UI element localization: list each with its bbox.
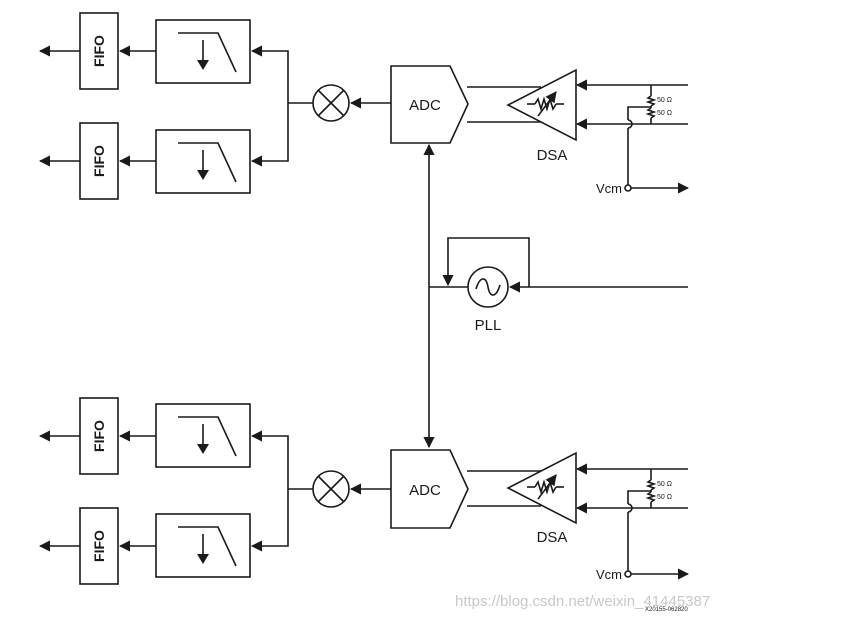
resistor-label-2a: 50 Ω <box>657 481 672 488</box>
mixer-icon <box>312 470 350 508</box>
fifo-label-1: FIFO <box>91 35 107 67</box>
fifo-block-4: FIFO <box>79 507 119 585</box>
pll-block: PLL <box>467 266 509 334</box>
bottom-channel: FIFO FIFO <box>38 397 690 585</box>
dsa-block-1: DSA <box>506 68 577 164</box>
adc-block-1: ADC <box>390 65 469 144</box>
filter-block-4 <box>155 513 251 578</box>
top-channel: FIFO FIFO <box>38 12 690 200</box>
lowpass-decimator-icon <box>178 32 237 73</box>
fifo-label-4: FIFO <box>91 530 107 562</box>
filter-block-1 <box>155 19 251 84</box>
fifo-block-2: FIFO <box>79 122 119 200</box>
dsa-label-2: DSA <box>537 529 568 546</box>
fifo-label-3: FIFO <box>91 420 107 452</box>
mixer-icon <box>312 84 350 122</box>
resistor-label-1a: 50 Ω <box>657 97 672 104</box>
pll-label: PLL <box>475 317 502 334</box>
lowpass-decimator-icon <box>178 526 237 567</box>
dsa-label-1: DSA <box>537 147 568 164</box>
resistor-label-1b: 50 Ω <box>657 110 672 117</box>
sine-oscillator-icon <box>475 278 501 296</box>
resistor-label-2b: 50 Ω <box>657 494 672 501</box>
figure-code: X20155-062820 <box>645 607 688 613</box>
clock-section: PLL <box>423 143 688 449</box>
fifo-label-2: FIFO <box>91 145 107 177</box>
adc-label-1: ADC <box>409 97 441 114</box>
lowpass-decimator-icon <box>178 416 237 457</box>
variable-attenuator-icon <box>527 91 564 117</box>
fifo-block-1: FIFO <box>79 12 119 90</box>
watermark-text: https://blog.csdn.net/weixin_41445387 <box>455 593 710 610</box>
termination-network-2: 50 Ω 50 Ω Vcm <box>596 469 690 582</box>
fifo-block-3: FIFO <box>79 397 119 475</box>
lowpass-decimator-icon <box>178 142 237 183</box>
filter-block-2 <box>155 129 251 194</box>
termination-network-1: 50 Ω 50 Ω Vcm <box>596 85 690 196</box>
vcm-label-2: Vcm <box>596 567 622 582</box>
filter-block-3 <box>155 403 251 468</box>
adc-label-2: ADC <box>409 482 441 499</box>
variable-attenuator-icon <box>527 474 564 500</box>
dsa-block-2: DSA <box>506 451 577 546</box>
adc-block-2: ADC <box>390 449 469 529</box>
vcm-label-1: Vcm <box>596 181 622 196</box>
